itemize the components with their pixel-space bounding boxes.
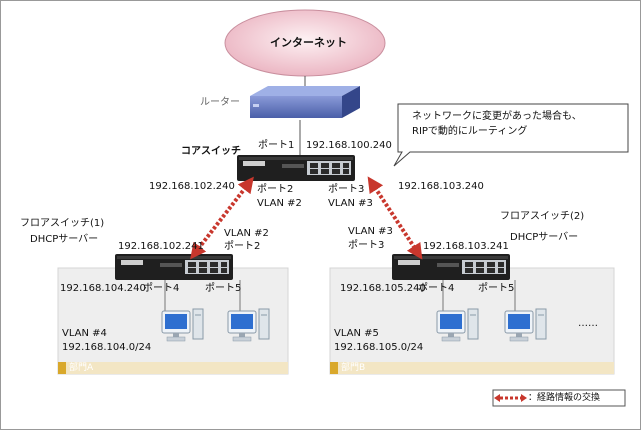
floor1-ip-up: 192.168.102.241 — [118, 241, 204, 252]
callout-line-1: ネットワークに変更があった場合も、 — [412, 111, 582, 122]
floor1-port5: ポート5 — [205, 283, 242, 294]
dept-b-label: 部門B — [341, 363, 366, 373]
floor-switch-2-icon — [392, 254, 510, 280]
core-switch-icon — [237, 155, 355, 181]
floor1-ip-down: 192.168.104.240 — [60, 283, 146, 294]
floor2-ip-up: 192.168.103.241 — [423, 241, 509, 252]
floor2-port4: ポート4 — [418, 283, 455, 294]
floor2-port-up: ポート3 — [348, 240, 385, 251]
internet-label: インターネット — [270, 36, 347, 49]
router-icon — [250, 86, 360, 118]
floor1-dhcp: DHCPサーバー — [30, 234, 99, 245]
core-ip-label: 192.168.100.240 — [306, 140, 392, 151]
floor2-ip-down: 192.168.105.240 — [340, 283, 426, 294]
core-ip-left: 192.168.102.240 — [149, 181, 235, 192]
legend-label: ：経路情報の交換 — [528, 393, 601, 403]
legend-box — [492, 389, 626, 407]
floor2-dhcp: DHCPサーバー — [510, 232, 579, 243]
floor2-port5: ポート5 — [478, 283, 515, 294]
core-switch-title: コアスイッチ — [181, 146, 241, 157]
floor1-lan-vlan: VLAN #4 — [62, 328, 107, 339]
floor2-lan-net: 192.168.105.0/24 — [334, 342, 424, 353]
core-vlan2-label: VLAN #2 — [257, 198, 302, 209]
floor-switch-1-icon — [115, 254, 233, 280]
floor1-lan-net: 192.168.104.0/24 — [62, 342, 152, 353]
dept-a-bar — [58, 362, 288, 374]
floor2-title: フロアスイッチ(2) — [500, 211, 585, 222]
floor1-vlan: VLAN #2 — [224, 228, 269, 239]
callout-bubble — [393, 103, 629, 167]
core-port1-label: ポート1 — [258, 140, 295, 151]
core-ip-right: 192.168.103.240 — [398, 181, 484, 192]
router-label: ルーター — [200, 97, 240, 108]
floor1-port4: ポート4 — [143, 283, 180, 294]
floor2-lan-vlan: VLAN #5 — [334, 328, 379, 339]
route-exchange-arrow-right — [367, 176, 423, 260]
callout-line-2: RIPで動的にルーティング — [412, 126, 528, 137]
dept-a-tag-icon — [58, 362, 66, 374]
floor1-title: フロアスイッチ(1) — [20, 218, 105, 229]
dept-b-bar — [330, 362, 614, 374]
dept-a-label: 部門A — [69, 363, 94, 373]
floor2-vlan: VLAN #3 — [348, 226, 393, 237]
dept-b-tag-icon — [330, 362, 338, 374]
core-port3-label: ポート3 — [328, 184, 365, 195]
core-port2-label: ポート2 — [257, 184, 294, 195]
core-vlan3-label: VLAN #3 — [328, 198, 373, 209]
more-devices-ellipsis: …… — [578, 318, 598, 329]
floor1-port-up: ポート2 — [224, 241, 261, 252]
